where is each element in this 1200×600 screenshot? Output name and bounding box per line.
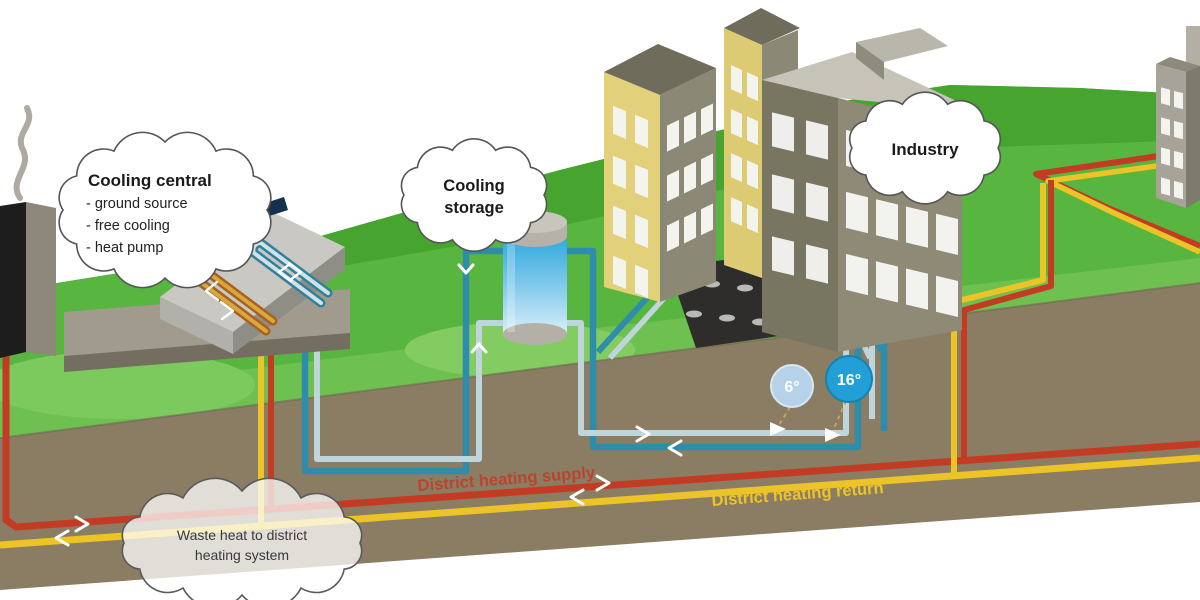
flow-arrow	[277, 262, 293, 283]
cold-pointer-arrow	[770, 422, 786, 436]
cooling-right-arrow	[635, 425, 651, 443]
cooling-central-cloud	[58, 131, 272, 289]
factory-front	[0, 202, 26, 358]
cooling-central-item-3: - heat pump	[86, 240, 163, 256]
cooling-storage-cloud	[400, 137, 548, 253]
right-yellow-riser	[951, 183, 1046, 477]
supply-flow-arrow	[74, 515, 90, 533]
cooling-storage-line2: storage	[444, 199, 504, 217]
building-front-windows	[613, 105, 648, 299]
warm-badge	[825, 355, 873, 403]
cooling-central-item-2: - free cooling	[86, 218, 170, 234]
return-flow-arrow	[569, 488, 585, 506]
waste-heat-line2: heating system	[195, 547, 289, 563]
ground-surface-edge	[0, 282, 1200, 439]
industry-front-windows	[772, 112, 828, 284]
right-edge-building	[1156, 26, 1200, 208]
waste-heat-cloud	[121, 477, 363, 600]
temperature-badges: 6° 16°	[770, 355, 873, 442]
warm-pointer-arrow	[825, 428, 841, 442]
supply-flow-arrow	[595, 474, 611, 492]
warm-badge-pointer	[833, 400, 847, 429]
flow-arrow	[219, 300, 235, 321]
warm-badge-value: 16°	[837, 372, 861, 389]
building-front-windows	[731, 65, 758, 234]
building-roof	[604, 44, 716, 95]
cooling-down-arrow	[457, 263, 475, 275]
cold-badge-pointer	[778, 406, 791, 426]
cooling-central-title: Cooling central	[88, 171, 212, 190]
industry-cloud	[848, 91, 1002, 205]
apartment-building-1	[604, 44, 716, 302]
building-side-windows	[667, 103, 713, 252]
cooling-left-arrow	[667, 439, 683, 457]
plant-plinth-edge	[64, 333, 350, 372]
building-roof	[1156, 57, 1200, 72]
cooling-central-item-1: - ground source	[86, 196, 188, 212]
heating-supply-main-pipe	[2, 352, 1200, 531]
cold-badge	[770, 364, 814, 408]
tank-bottom-rim	[503, 323, 567, 345]
waste-heat-line1: Waste heat to district	[177, 527, 307, 543]
cloud-callouts: Waste heat to district heating system Co…	[58, 91, 1002, 600]
flow-arrow	[287, 261, 303, 282]
panel-branch-left-teal	[595, 287, 657, 355]
plant-left-face	[160, 297, 233, 354]
building-tower	[1186, 26, 1200, 72]
flow-arrow	[204, 280, 220, 302]
building-front	[604, 72, 660, 302]
return-flow-arrow	[54, 529, 70, 547]
flow-arrows	[54, 263, 683, 547]
cooling-up-arrow	[470, 342, 488, 354]
tank-body	[503, 234, 567, 334]
cold-pipe-loop	[248, 238, 333, 308]
waste-heat-factory	[0, 105, 56, 358]
right-red-riser	[961, 180, 1054, 461]
cooling-storage-line1: Cooling	[443, 177, 504, 195]
building-front	[724, 28, 762, 278]
building-roof	[724, 8, 800, 45]
smoke-plume	[13, 105, 33, 201]
industry-penthouse-top	[856, 28, 948, 62]
industry-penthouse-front	[856, 42, 884, 80]
grass-mound-left	[0, 351, 255, 419]
cold-badge-value: 6°	[784, 379, 799, 396]
panel-branch-left-light	[607, 294, 669, 360]
right-loop-yellow	[1045, 157, 1200, 255]
tank-highlight	[507, 238, 515, 332]
building-windows	[1161, 87, 1183, 200]
factory-side	[26, 202, 56, 356]
building-side	[1186, 66, 1200, 208]
industry-label: Industry	[891, 140, 959, 159]
plant-top-face	[160, 212, 345, 332]
cooling-central-plant	[64, 197, 350, 372]
